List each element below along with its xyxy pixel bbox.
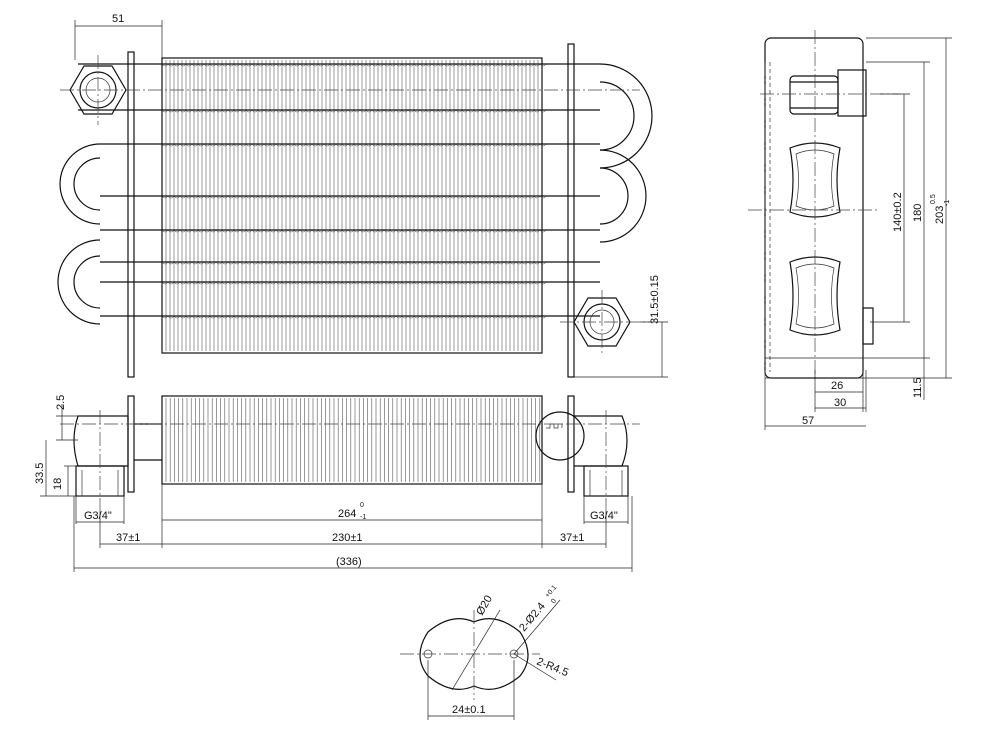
tube-runs <box>78 63 600 317</box>
front-right-fitting <box>535 411 629 497</box>
right-end-plate <box>567 43 575 378</box>
side-plate <box>764 37 864 379</box>
dim-57: 57 <box>802 415 814 427</box>
dim-203-tol-lower: -1 <box>944 200 951 206</box>
u-bends <box>57 63 653 325</box>
dim-11-5: 11.5 <box>912 377 924 398</box>
flange-holes-tol-lower: 0 <box>550 598 558 606</box>
flange-holes: 2-Ø2.4 <box>517 600 548 633</box>
front-fin-array <box>165 398 541 482</box>
front-left-fitting <box>73 415 162 497</box>
dim-203: 203 <box>934 206 946 224</box>
dim-264-tol-lower: -1 <box>360 514 366 521</box>
dim-264: 264 <box>338 508 356 520</box>
flange-holes-tol-upper: +0.1 <box>544 584 558 599</box>
dim-2-5: 2.5 <box>55 395 67 410</box>
side-top-fitting <box>789 69 867 117</box>
dim-26: 26 <box>831 380 843 392</box>
dim-140: 140±0.2 <box>892 192 904 232</box>
flange-radius: 2-R4.5 <box>535 656 570 679</box>
left-end-plate <box>127 51 135 378</box>
dim-31-5: 31.5±0.15 <box>649 275 661 324</box>
dim-180: 180 <box>912 204 924 222</box>
dim-18: 18 <box>52 478 64 490</box>
dim-30: 30 <box>834 397 846 409</box>
dim-264-tol-upper: 0 <box>360 502 364 509</box>
dim-203-tol-upper: 0.5 <box>930 194 937 204</box>
dim-37-left: 37±1 <box>116 532 140 544</box>
fin-array <box>165 60 539 351</box>
dim-33-5: 33.5 <box>34 463 46 484</box>
dim-230: 230±1 <box>332 532 363 544</box>
top-view: 51 31.5±0.15 <box>57 13 668 378</box>
flange-spacing: 24±0.1 <box>452 704 486 716</box>
side-view: 140±0.2 180 203 0.5 -1 11.5 26 30 57 <box>748 30 952 430</box>
front-right-plate <box>567 395 575 493</box>
front-left-plate <box>127 395 135 493</box>
front-fin-block <box>161 395 543 485</box>
dim-336: (336) <box>336 556 362 568</box>
fin-block-outline <box>161 57 543 354</box>
flange-detail: Ø20 2-Ø2.4 +0.1 0 2-R4.5 24±0.1 <box>400 584 570 720</box>
dim-37-right: 37±1 <box>560 532 584 544</box>
side-middle-bend <box>789 142 841 218</box>
flange-dia-20: Ø20 <box>474 593 495 617</box>
dim-51: 51 <box>112 13 124 25</box>
side-bottom-stub <box>862 307 874 345</box>
thread-right: G3/4" <box>590 510 618 522</box>
thread-left: G3/4" <box>84 510 112 522</box>
front-view: 2.5 33.5 18 G3/4" G3/4" 264 0 -1 37±1 23… <box>34 395 640 572</box>
side-lower-bend <box>789 256 841 336</box>
